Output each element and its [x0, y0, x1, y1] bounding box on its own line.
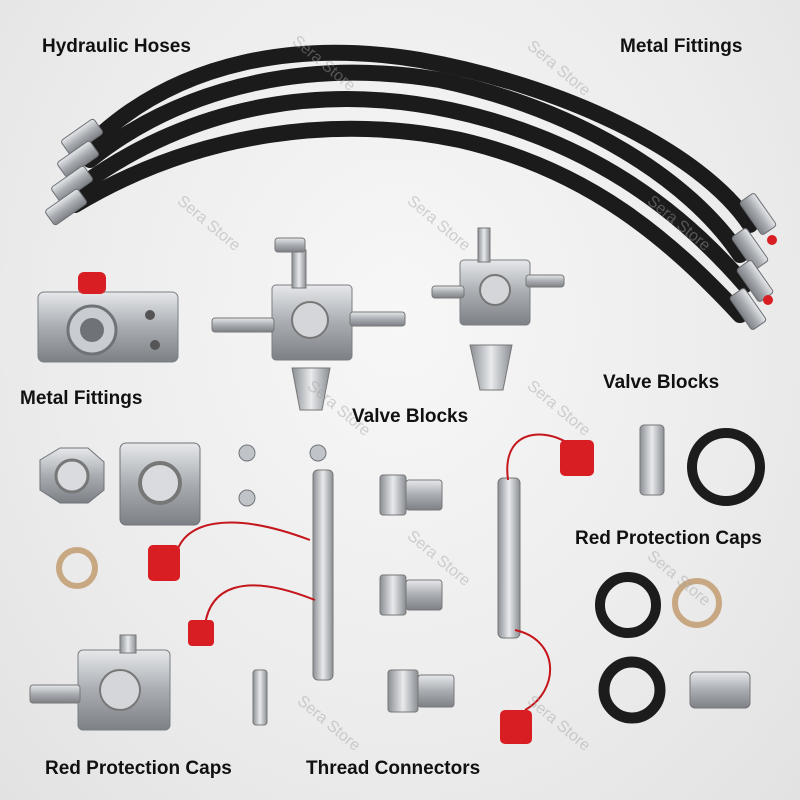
label-metal-fittings-top: Metal Fittings: [620, 36, 743, 57]
label-hydraulic-hoses: Hydraulic Hoses: [42, 36, 191, 57]
small-nuts: [238, 444, 327, 507]
washer-small: [56, 547, 98, 589]
label-red-caps-bottom: Red Protection Caps: [45, 758, 232, 779]
hose-ends-left: [45, 118, 103, 226]
cone-fittings: [291, 344, 513, 411]
nut-left: [39, 447, 105, 504]
o-rings: [595, 428, 765, 724]
square-flange: [119, 442, 201, 526]
valve-block-bottom: [29, 634, 171, 731]
hose-ends-right: [729, 193, 777, 330]
label-valve-blocks-center: Valve Blocks: [352, 406, 469, 427]
thread-connectors: [379, 474, 455, 713]
valve-block-center: [211, 237, 406, 361]
right-fittings: [639, 424, 751, 709]
label-red-caps-right: Red Protection Caps: [575, 528, 762, 549]
hydraulic-hoses: [67, 44, 758, 323]
metal-block-left: [37, 272, 179, 363]
label-valve-blocks-right: Valve Blocks: [603, 372, 720, 393]
coupler-center: [148, 469, 334, 681]
label-thread-connectors: Thread Connectors: [306, 758, 481, 779]
coupler-right: [497, 433, 594, 744]
valve-block-right: [431, 227, 565, 326]
small-nipple: [252, 669, 268, 726]
label-metal-fittings-left: Metal Fittings: [20, 388, 143, 409]
